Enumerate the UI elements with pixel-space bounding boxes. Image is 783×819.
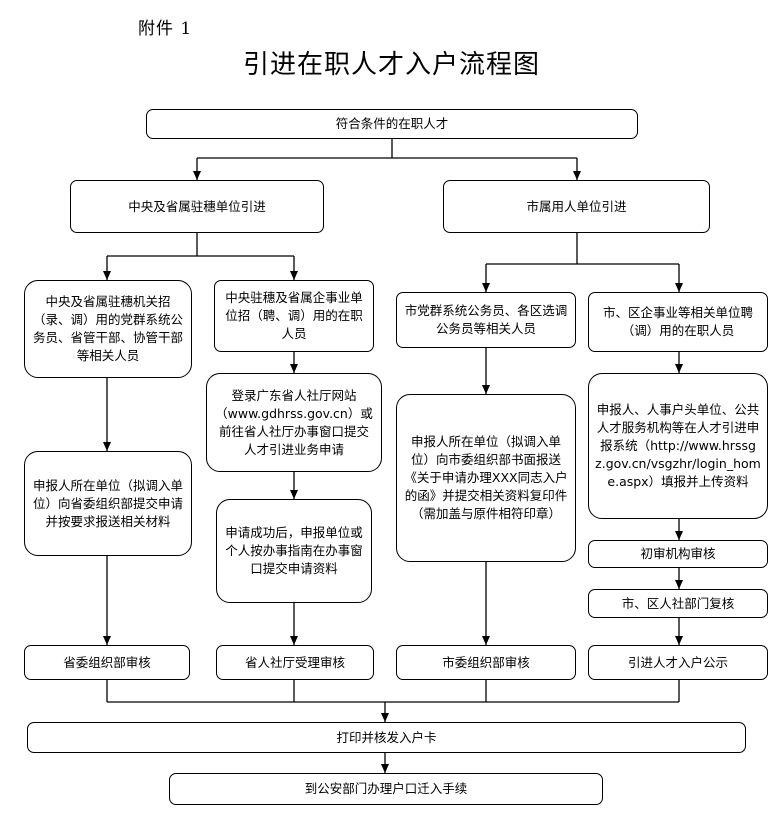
city-org-letter-node: 申报人所在单位（拟调入单位）向市委组织部书面报送《关于申请办理XXX同志入户的函… (396, 394, 576, 562)
preliminary-review-node: 初审机构审核 (588, 540, 768, 568)
window-submission-node: 申请成功后，申报单位或个人按办事指南在办事窗口提交申请资料 (216, 499, 372, 603)
hr-recheck-node: 市、区人社部门复核 (588, 589, 768, 618)
provincial-org-application-node: 申报人所在单位（拟调入单位）向省委组织部提交申请并按要求报送相关材料 (24, 451, 192, 556)
provincial-org-review-node: 省委组织部审核 (24, 645, 190, 680)
print-card-node: 打印并核发入户卡 (27, 722, 746, 753)
online-system-submission-node: 申报人、人事户头单位、公共人才服务机构等在人才引进申报系统（http://www… (588, 373, 768, 519)
central-agency-staff-node: 中央及省属驻穗机关招（录、调）用的党群系统公务员、省管干部、协管干部等相关人员 (24, 280, 192, 378)
city-org-review-node: 市委组织部审核 (396, 645, 576, 680)
online-application-node: 登录广东省人社厅网站（www.gdhrss.gov.cn）或前往省人社厅办事窗口… (206, 373, 382, 472)
city-civil-servant-node: 市党群系统公务员、各区选调公务员等相关人员 (396, 292, 576, 348)
central-branch-node: 中央及省属驻穗单位引进 (70, 180, 324, 233)
provincial-hr-review-node: 省人社厅受理审核 (216, 645, 374, 680)
annex-label: 附件 1 (138, 19, 193, 39)
city-branch-node: 市属用人单位引进 (443, 180, 710, 233)
root-node: 符合条件的在职人才 (146, 109, 638, 139)
page-title: 引进在职人才入户流程图 (242, 50, 540, 80)
publicity-node: 引进人才入户公示 (588, 645, 768, 680)
city-enterprise-staff-node: 市、区企事业等相关单位聘（调）用的在职人员 (588, 292, 768, 352)
central-enterprise-staff-node: 中央驻穗及省属企事业单位招（聘、调）用的在职人员 (214, 280, 374, 352)
police-registration-node: 到公安部门办理户口迁入手续 (169, 773, 603, 805)
